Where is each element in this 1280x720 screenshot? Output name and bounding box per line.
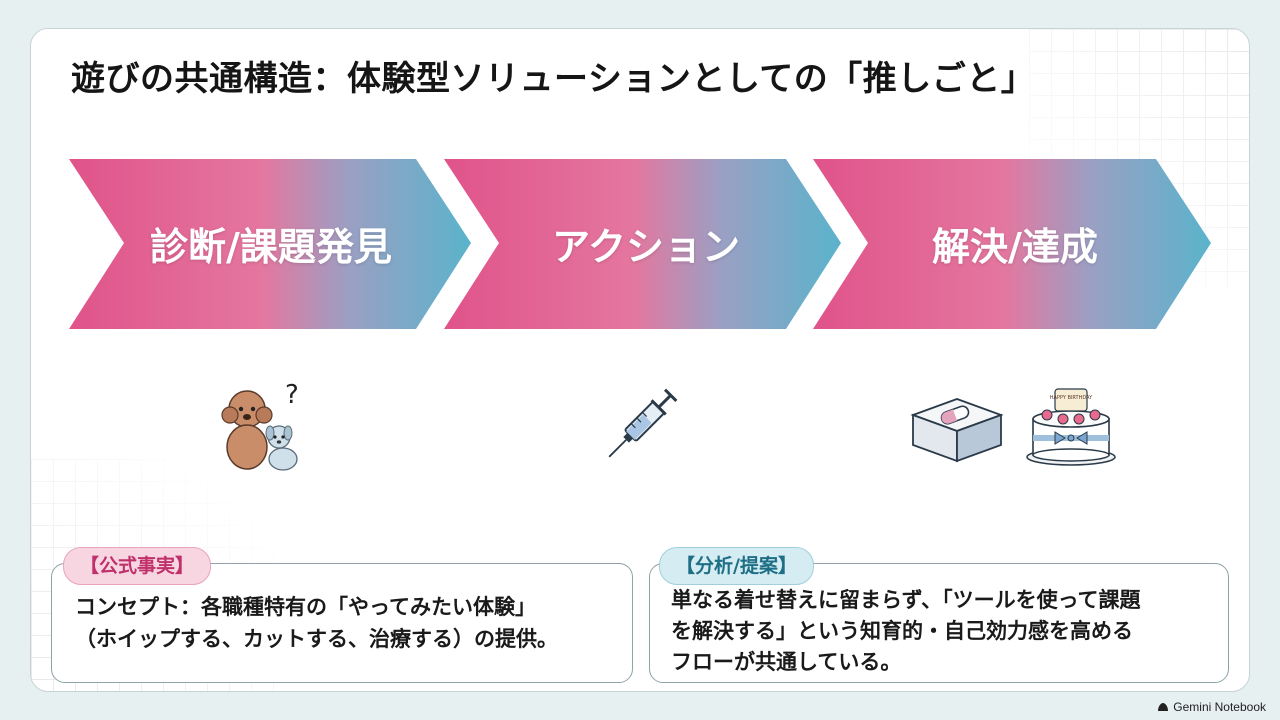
- slide-title: 遊びの共通構造：体験型ソリューションとしての「推しごと」: [71, 59, 1036, 99]
- analysis-line-3: フローが共通している。: [671, 650, 902, 674]
- gemini-logo-icon: [1158, 703, 1169, 711]
- analysis-line-2: を解決する」という知育的・自己効力感を高める: [671, 619, 1133, 643]
- analysis-text: 単なる着せ替えに留まらず、「ツールを使って課題 を解決する」という知育的・自己効…: [671, 585, 1221, 678]
- analysis-tag: 【分析/提案】: [659, 547, 814, 585]
- cake-plaque-text: HAPPY BIRTHDAY: [1050, 395, 1093, 401]
- step-label-resolution: 解決/達成: [932, 225, 1098, 269]
- footer-label: Gemini Notebook: [1173, 700, 1266, 714]
- medicine-box-icon: [910, 398, 1004, 463]
- analysis-line-1: 単なる着せ替えに留まらず、「ツールを使って課題: [671, 588, 1141, 612]
- birthday-cake-icon: HAPPY BIRTHDAY: [1026, 388, 1116, 466]
- step-label-action: アクション: [551, 225, 741, 269]
- facts-text: コンセプト：各職種特有の「やってみたい体験」 （ホイップする、カットする、治療す…: [75, 591, 625, 655]
- footer-brand: Gemini Notebook: [1157, 700, 1266, 714]
- question-mark: ?: [285, 380, 299, 410]
- facts-tag: 【公式事実】: [63, 547, 212, 585]
- facts-line-1: コンセプト：各職種特有の「やってみたい体験」: [75, 595, 536, 619]
- slide-card: 遊びの共通構造：体験型ソリューションとしての「推しごと」 診断/課: [30, 28, 1250, 692]
- dogs-question-icon: ?: [221, 380, 299, 471]
- syringe-icon: [608, 388, 678, 458]
- facts-line-2: （ホイップする、カットする、治療する）の提供。: [75, 627, 558, 651]
- step-label-diagnosis: 診断/課題発見: [150, 225, 392, 269]
